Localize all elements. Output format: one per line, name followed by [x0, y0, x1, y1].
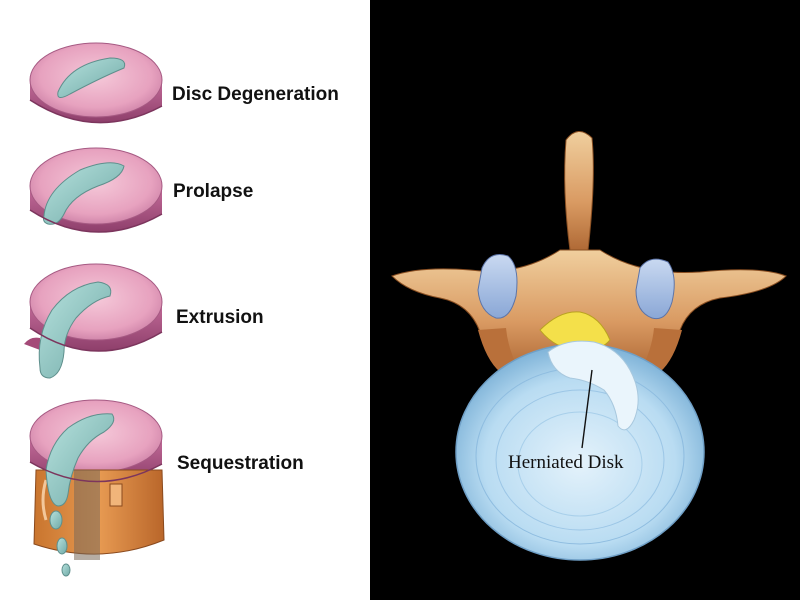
- disc-stages-illustration: [24, 42, 165, 577]
- stages-panel: Disc Degeneration Prolapse Extrusion Seq…: [0, 0, 370, 600]
- stage-label-extrusion: Extrusion: [176, 307, 264, 328]
- herniated-disk-label: Herniated Disk: [508, 452, 624, 473]
- sequestration-figure: [29, 399, 165, 577]
- extrusion-figure: [24, 263, 163, 379]
- disc-degeneration-figure: [29, 42, 163, 124]
- vertebra-panel: [370, 0, 800, 600]
- prolapse-figure: [29, 147, 163, 233]
- stage-label-sequestration: Sequestration: [177, 453, 304, 474]
- stage-label-disc-degeneration: Disc Degeneration: [172, 84, 339, 105]
- stage-label-prolapse: Prolapse: [173, 181, 254, 202]
